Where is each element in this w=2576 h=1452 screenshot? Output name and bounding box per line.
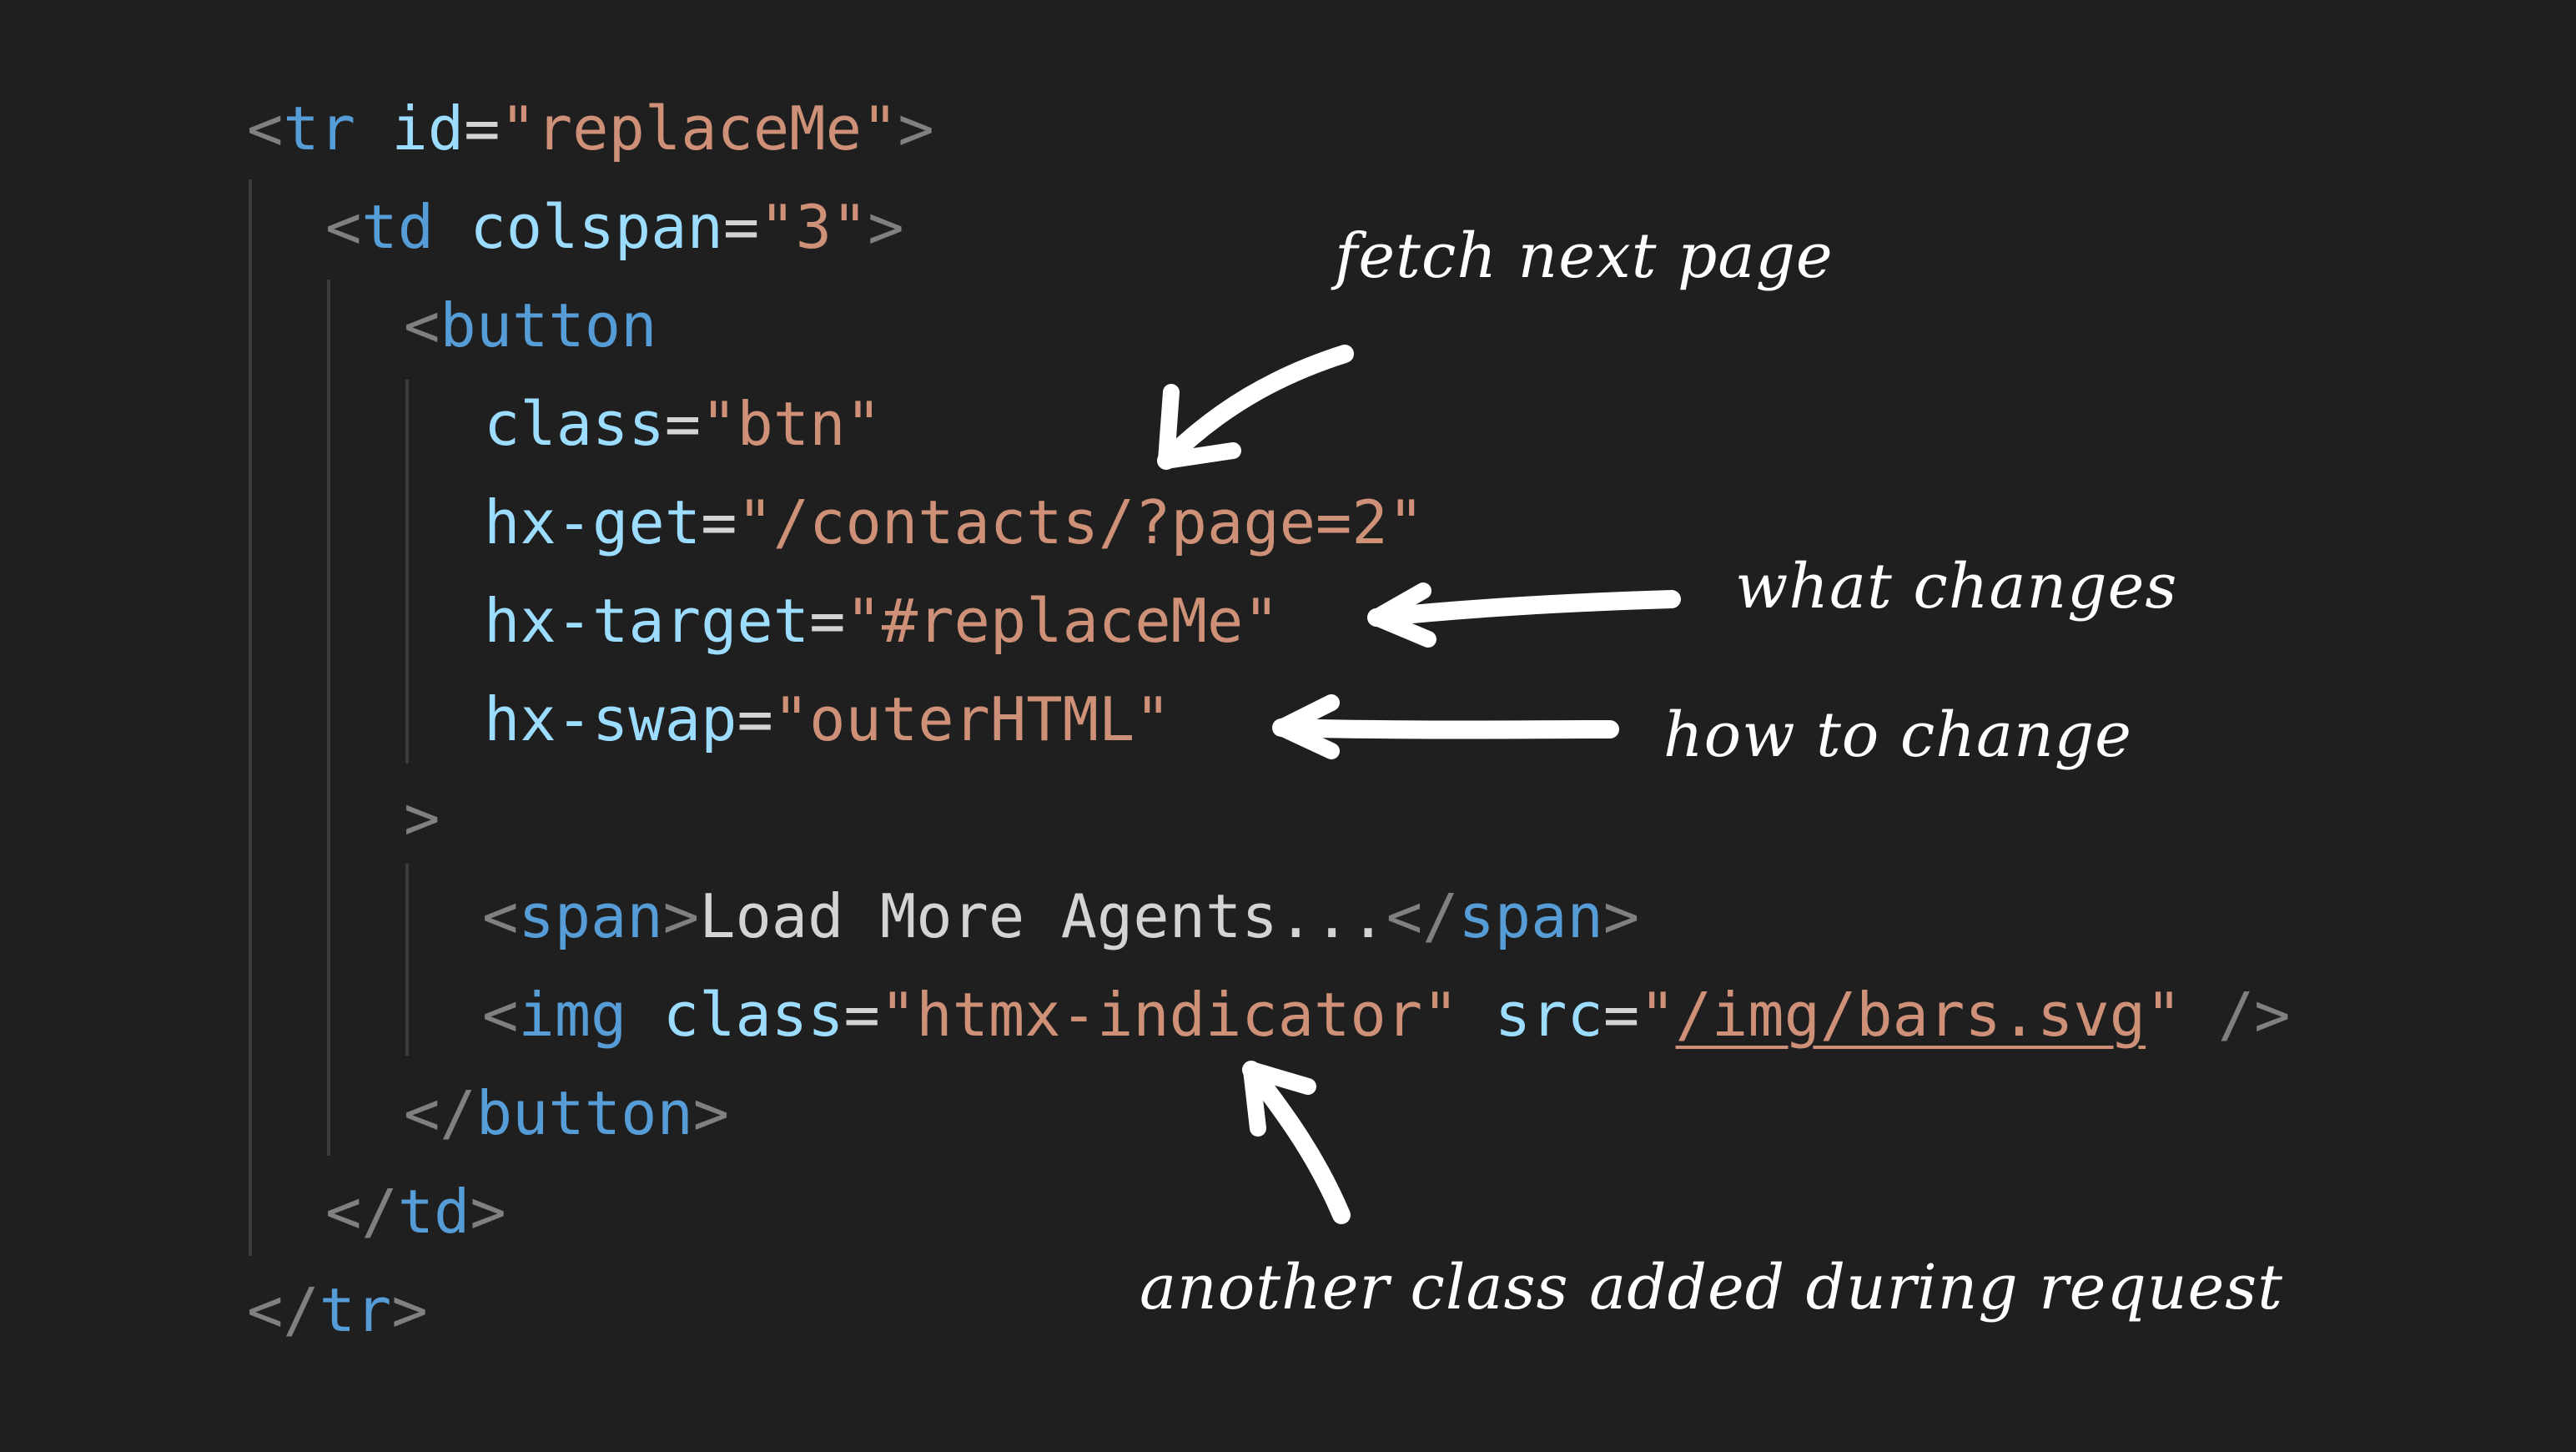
value-colspan: "3" xyxy=(759,192,868,262)
tag-tr: tr xyxy=(283,93,356,164)
code-line-button-open: <button xyxy=(404,290,657,360)
arrow-how-to-change-icon xyxy=(1272,694,1619,759)
tag-td-close: td xyxy=(397,1177,470,1247)
tag-button: button xyxy=(440,290,657,360)
value-hx-get: "/contacts/?page=2" xyxy=(737,487,1425,557)
code-line-td-close: </td> xyxy=(325,1177,506,1247)
code-line-tr-close: </tr> xyxy=(247,1275,428,1345)
attr-src: src xyxy=(1494,980,1603,1050)
indent-guide-td xyxy=(327,280,330,1156)
indent-guide-button-attrs xyxy=(405,380,409,764)
attr-class: class xyxy=(484,389,665,459)
code-line-img: <img class="htmx-indicator" src="/img/ba… xyxy=(482,980,2291,1050)
annotation-fetch-next-page: fetch next page xyxy=(1335,220,1834,292)
attr-hx-swap: hx-swap xyxy=(484,684,737,754)
code-line-tr-open: <tr id="replaceMe"> xyxy=(247,93,934,164)
arrow-what-changes-icon xyxy=(1367,582,1681,648)
annotation-how-to-change: how to change xyxy=(1663,699,2132,771)
code-line-span: <span>Load More Agents...</span> xyxy=(482,881,1640,951)
attr-hx-get: hx-get xyxy=(484,487,702,557)
annotation-another-class: another class added during request xyxy=(1140,1252,2283,1323)
code-line-hx-swap: hx-swap="outerHTML" xyxy=(484,684,1171,754)
arrow-another-class-icon xyxy=(1242,1061,1351,1224)
value-htmx-indicator: "htmx-indicator" xyxy=(879,980,1459,1050)
code-line-class: class="btn" xyxy=(484,389,882,459)
tag-td: td xyxy=(361,192,435,262)
tag-button-close: button xyxy=(475,1078,693,1148)
value-btn: "btn" xyxy=(701,389,882,459)
indent-guide-button-children xyxy=(405,864,409,1056)
tag-tr-close: tr xyxy=(319,1275,392,1345)
src-link[interactable]: /img/bars.svg xyxy=(1675,980,2146,1050)
tag-img: img xyxy=(518,980,627,1050)
attr-img-class: class xyxy=(662,980,844,1050)
value-hx-target: "#replaceMe" xyxy=(845,586,1280,656)
attr-colspan: colspan xyxy=(470,192,723,262)
indent-guide-tr xyxy=(249,179,252,1256)
tag-span-open: span xyxy=(518,881,663,951)
code-line-button-close: </button> xyxy=(404,1078,730,1148)
value-replaceme: "replaceMe" xyxy=(500,93,898,164)
attr-hx-target: hx-target xyxy=(484,586,810,656)
span-text: Load More Agents... xyxy=(699,881,1386,951)
attr-id: id xyxy=(391,93,465,164)
code-line-td-open: <td colspan="3"> xyxy=(325,192,904,262)
code-line-hx-target: hx-target="#replaceMe" xyxy=(484,586,1280,656)
tag-span-close: span xyxy=(1458,881,1603,951)
code-line-hx-get: hx-get="/contacts/?page=2" xyxy=(484,487,1425,557)
value-hx-swap: "outerHTML" xyxy=(772,684,1171,754)
arrow-fetch-icon xyxy=(1157,345,1354,470)
annotation-what-changes: what changes xyxy=(1735,551,2178,623)
code-line-button-close-bracket: > xyxy=(404,783,440,853)
